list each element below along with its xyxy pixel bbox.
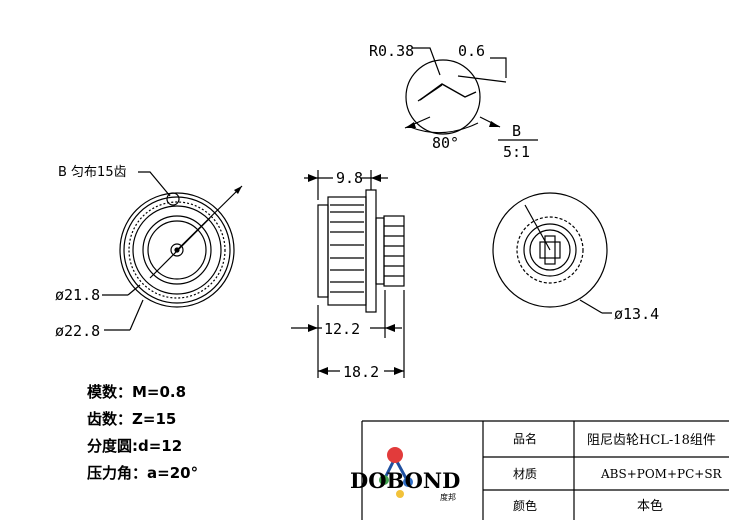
arrowheads bbox=[234, 121, 500, 375]
spec-teeth: 齿数：Z=15 bbox=[87, 410, 177, 428]
radius-label: R0.38 bbox=[369, 42, 414, 60]
scale-label: 5:1 bbox=[503, 143, 530, 161]
row-label-material: 材质 bbox=[513, 467, 537, 481]
dia-22-8-label: ø22.8 bbox=[55, 322, 100, 340]
title-block bbox=[361, 420, 729, 520]
row-value-name: 阻尼齿轮HCL-18组件 bbox=[587, 433, 716, 448]
spec-pitch: 分度圆:d=12 bbox=[87, 437, 183, 455]
tooth-angle-label: 80° bbox=[432, 134, 459, 152]
teeth-note: B 匀布15齿 bbox=[58, 165, 127, 180]
spec-pressure-angle: 压力角：a=20° bbox=[87, 464, 199, 482]
spec-module: 模数：M=0.8 bbox=[87, 383, 187, 401]
dia-21-8-label: ø21.8 bbox=[55, 286, 100, 304]
logo-sub: 度邦 bbox=[440, 492, 456, 502]
dim-12-2-label: 12.2 bbox=[324, 320, 360, 338]
row-value-material: ABS+POM+PC+SR bbox=[600, 467, 723, 481]
logo-text: DOBOND bbox=[350, 468, 460, 493]
dim-18-2-label: 18.2 bbox=[343, 363, 379, 381]
dia-13-4-label: ø13.4 bbox=[614, 305, 659, 323]
front-view bbox=[102, 171, 243, 331]
side-view bbox=[291, 170, 405, 378]
view-label: B bbox=[512, 122, 521, 140]
row-label-color: 颜色 bbox=[513, 498, 537, 513]
tooth-width-label: 0.6 bbox=[458, 42, 485, 60]
company-logo: DOBOND 度邦 bbox=[350, 447, 460, 502]
dim-9-8-label: 9.8 bbox=[336, 169, 363, 187]
row-label-name: 品名 bbox=[513, 431, 537, 446]
row-value-color: 本色 bbox=[637, 498, 663, 514]
back-view bbox=[492, 192, 612, 314]
